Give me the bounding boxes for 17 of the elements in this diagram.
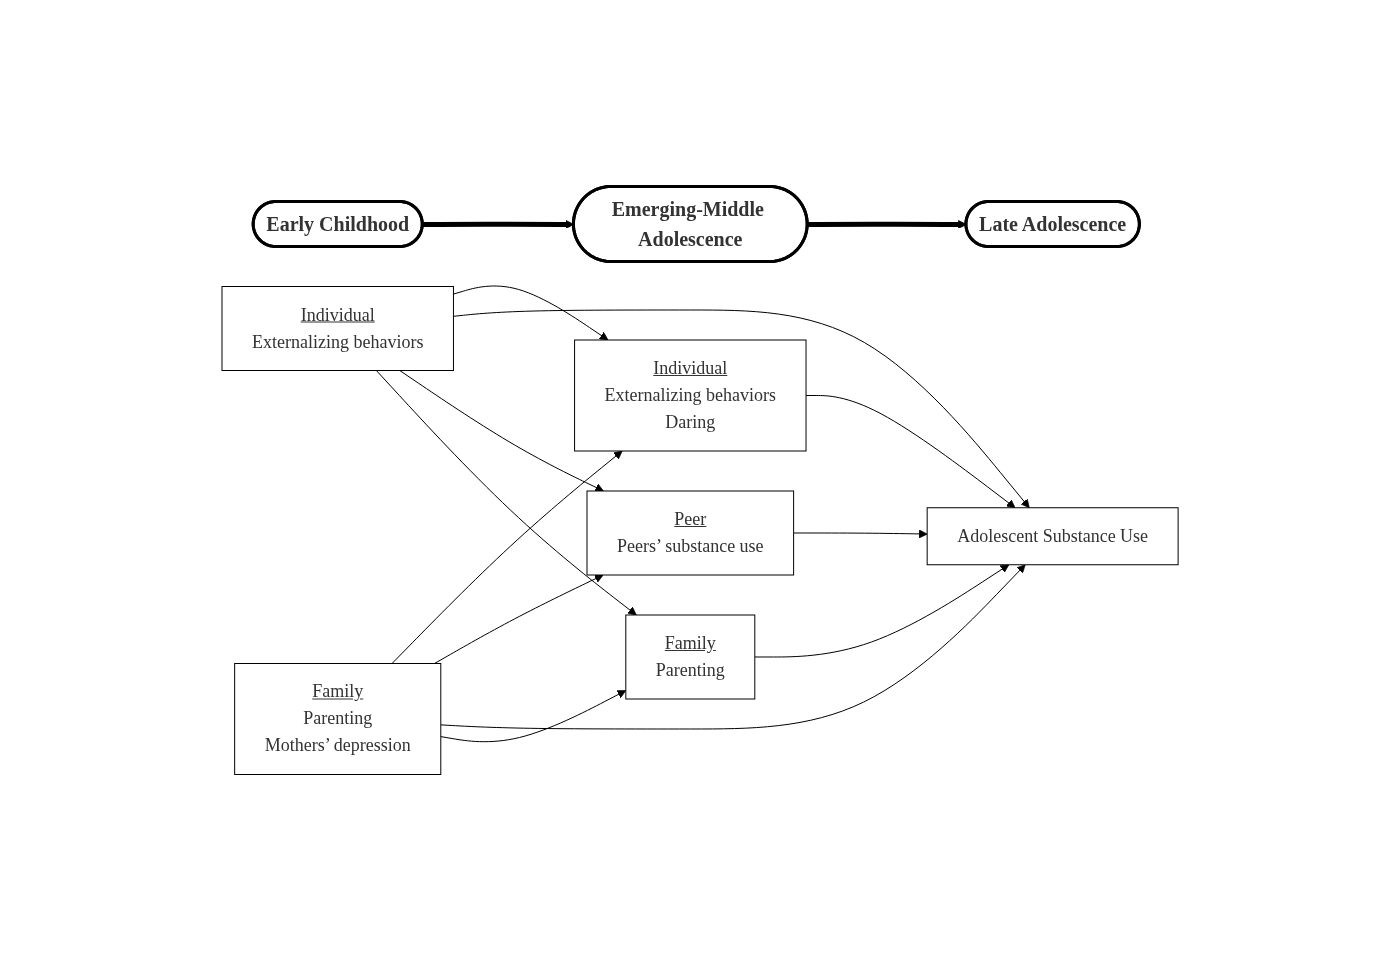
arrow — [805, 395, 1016, 509]
arrow — [452, 285, 609, 341]
node-box: Family Parenting — [625, 614, 756, 700]
node-box: Individual Externalizing behaviors — [221, 286, 454, 371]
node-box: Family Parenting Mothers’ depression — [234, 663, 442, 775]
arrow — [754, 564, 1010, 658]
arrow — [375, 370, 637, 616]
arrow — [452, 309, 1030, 509]
arrow — [399, 370, 604, 492]
node-box: Individual Externalizing behaviors Daring — [574, 339, 807, 452]
node-box: Adolescent Substance Use — [926, 507, 1179, 566]
arrow — [440, 690, 627, 743]
arrow — [793, 529, 928, 539]
arrow — [433, 574, 604, 664]
arrow — [391, 450, 623, 664]
arrow — [440, 564, 1026, 730]
node-box: Peer Peers’ substance use — [586, 490, 795, 576]
